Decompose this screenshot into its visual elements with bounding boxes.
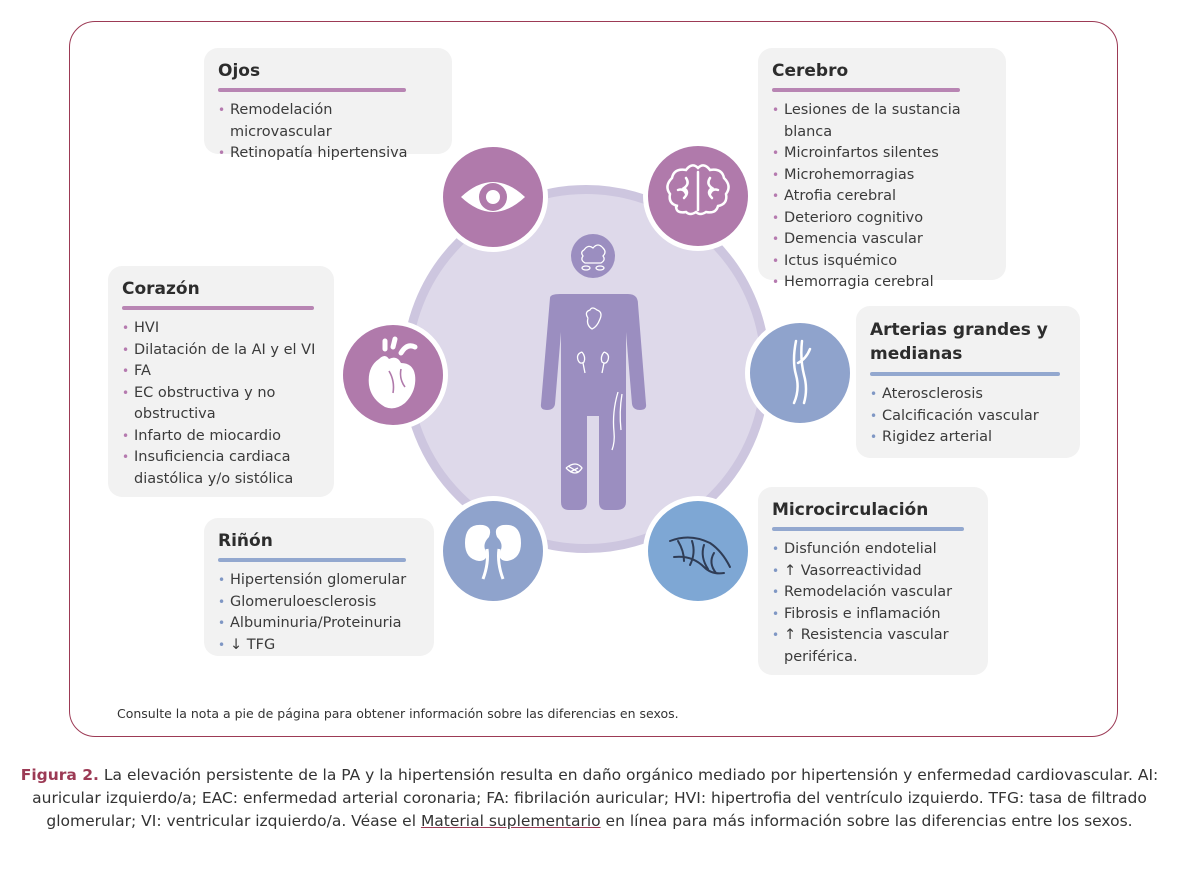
artery-circle xyxy=(745,318,855,428)
list-item: •Demencia vascular xyxy=(772,229,992,251)
card-title: Cerebro xyxy=(772,60,992,82)
list-item: •Ictus isquémico xyxy=(772,251,992,273)
list-item: •Albuminuria/Proteinuria xyxy=(218,613,420,635)
card-title: Corazón xyxy=(122,278,320,300)
list-item: •Insuficiencia cardiaca diastólica y/o s… xyxy=(122,447,320,490)
title-underline xyxy=(122,306,314,310)
list-item: •Rigidez arterial xyxy=(870,427,1066,449)
card-list: •Hipertensión glomerular •Glomeruloescle… xyxy=(218,570,420,656)
card-cerebro: Cerebro •Lesiones de la sustancia blanca… xyxy=(758,48,1006,280)
brain-icon xyxy=(648,146,748,246)
caption-tail: en línea para más información sobre las … xyxy=(601,812,1133,830)
card-list: •Remodelación microvascular •Retinopatía… xyxy=(218,100,438,165)
kidney-circle xyxy=(438,496,548,606)
microcirculation-circle xyxy=(643,496,753,606)
list-item: •Lesiones de la sustancia blanca xyxy=(772,100,992,143)
card-ojos: Ojos •Remodelación microvascular •Retino… xyxy=(204,48,452,154)
eye-circle xyxy=(438,142,548,252)
list-item: •Hemorragia cerebral xyxy=(772,272,992,294)
footnote: Consulte la nota a pie de página para ob… xyxy=(117,706,679,721)
card-title: Riñón xyxy=(218,530,420,552)
artery-icon xyxy=(750,323,850,423)
list-item: •EC obstructiva y no obstructiva xyxy=(122,383,320,426)
human-body-icon xyxy=(520,232,670,517)
figure-label: Figura 2. xyxy=(21,766,99,784)
brain-circle xyxy=(643,141,753,251)
kidney-icon xyxy=(443,501,543,601)
list-item: •Remodelación vascular xyxy=(772,582,974,604)
list-item: •Dilatación de la AI y el VI xyxy=(122,340,320,362)
title-underline xyxy=(772,88,960,92)
list-item: •Aterosclerosis xyxy=(870,384,1066,406)
list-item: •FA xyxy=(122,361,320,383)
card-list: •Aterosclerosis •Calcificación vascular … xyxy=(870,384,1066,449)
heart-icon xyxy=(343,325,443,425)
list-item: •↑ Vasorreactividad xyxy=(772,561,974,583)
list-item: •Calcificación vascular xyxy=(870,406,1066,428)
card-list: •HVI •Dilatación de la AI y el VI •FA •E… xyxy=(122,318,320,490)
card-microcirculacion: Microcirculación •Disfunción endotelial … xyxy=(758,487,988,675)
card-corazon: Corazón •HVI •Dilatación de la AI y el V… xyxy=(108,266,334,497)
figure-caption: Figura 2. La elevación persistente de la… xyxy=(20,764,1159,833)
list-item: •Microinfartos silentes xyxy=(772,143,992,165)
card-list: •Lesiones de la sustancia blanca •Microi… xyxy=(772,100,992,294)
list-item: •↓ TFG xyxy=(218,635,420,657)
card-rinon: Riñón •Hipertensión glomerular •Glomerul… xyxy=(204,518,434,656)
list-item: •HVI xyxy=(122,318,320,340)
title-underline xyxy=(218,88,406,92)
list-item: •Infarto de miocardio xyxy=(122,426,320,448)
card-title: Arterias grandes y medianas xyxy=(870,318,1066,366)
title-underline xyxy=(772,527,964,531)
card-list: •Disfunción endotelial •↑ Vasorreactivid… xyxy=(772,539,974,668)
list-item: •Disfunción endotelial xyxy=(772,539,974,561)
list-item: •Retinopatía hipertensiva xyxy=(218,143,438,165)
card-title: Ojos xyxy=(218,60,438,82)
title-underline xyxy=(218,558,406,562)
list-item: •Hipertensión glomerular xyxy=(218,570,420,592)
list-item: •Microhemorragias xyxy=(772,165,992,187)
heart-circle xyxy=(338,320,448,430)
list-item: •Atrofia cerebral xyxy=(772,186,992,208)
microcirculation-icon xyxy=(648,501,748,601)
list-item: •Deterioro cognitivo xyxy=(772,208,992,230)
card-title: Microcirculación xyxy=(772,499,974,521)
list-item: •Fibrosis e inflamación xyxy=(772,604,974,626)
supplementary-link[interactable]: Material suplementario xyxy=(421,812,601,830)
list-item: •Remodelación microvascular xyxy=(218,100,438,143)
eye-icon xyxy=(443,147,543,247)
title-underline xyxy=(870,372,1060,376)
card-arterias: Arterias grandes y medianas •Aterosclero… xyxy=(856,306,1080,458)
list-item: •↑ Resistencia vascular periférica. xyxy=(772,625,974,668)
list-item: •Glomeruloesclerosis xyxy=(218,592,420,614)
